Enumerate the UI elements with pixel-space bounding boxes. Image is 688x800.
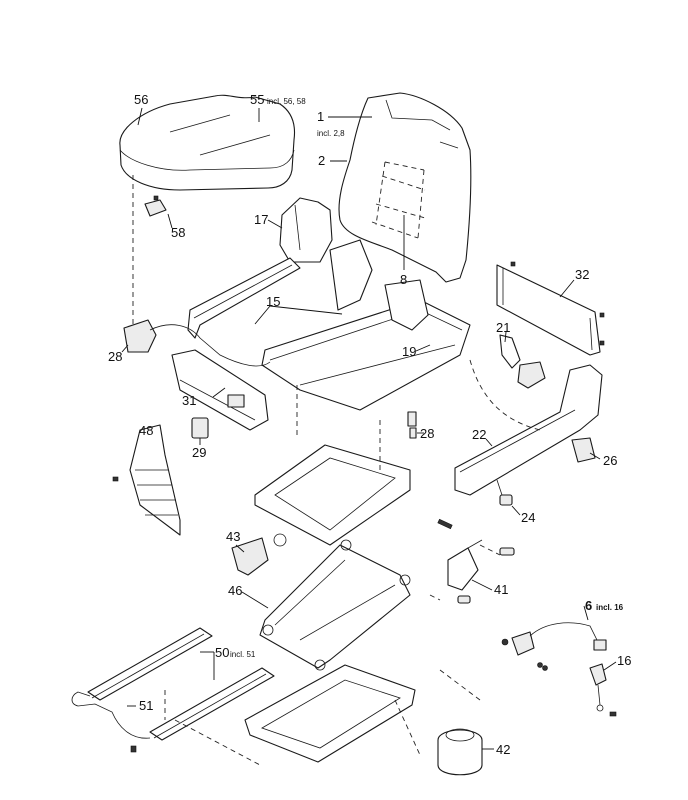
connector-part[interactable] [496,479,513,506]
switch-housing-part[interactable] [123,319,271,367]
control-panel-part[interactable] [171,349,269,431]
callout-8[interactable]: 8 [400,272,407,287]
suspension-top-frame-part[interactable] [254,444,411,546]
callout-28-left[interactable]: 28 [108,349,122,364]
callout-labels: 56 55 incl. 56, 58 58 1 incl. 2,8 2 8 17… [108,92,631,757]
rear-panel-part[interactable] [496,261,605,356]
side-trim-part[interactable] [279,197,333,263]
seat-cushion-part[interactable] [119,94,296,191]
callout-15[interactable]: 15 [266,294,280,309]
backrest-part[interactable] [338,92,472,283]
callout-51[interactable]: 51 [139,698,153,713]
seat-belt-part[interactable] [501,622,607,671]
callout-19[interactable]: 19 [402,344,416,359]
callout-31[interactable]: 31 [182,393,196,408]
callout-17[interactable]: 17 [254,212,268,227]
callout-24[interactable]: 24 [521,510,535,525]
adjuster-bracket-part[interactable] [499,334,546,389]
callout-1-note: incl. 2,8 [317,129,345,138]
callout-2[interactable]: 2 [318,153,325,168]
rocker-switch-part[interactable] [191,417,209,439]
buckle-part[interactable] [589,663,617,717]
callout-21[interactable]: 21 [496,320,510,335]
callout-29[interactable]: 29 [192,445,206,460]
callout-22[interactable]: 22 [472,427,486,442]
dashed-guide [164,669,481,766]
cover-clip-part[interactable] [144,195,167,217]
micro-switch-part[interactable] [407,411,417,439]
callout-28-right[interactable]: 28 [420,426,434,441]
air-spring-part[interactable] [437,728,483,776]
callout-46[interactable]: 46 [228,583,242,598]
right-armrest-part[interactable] [454,364,603,496]
callout-48[interactable]: 48 [139,423,153,438]
scissor-mechanism-part[interactable] [259,539,411,671]
callout-26[interactable]: 26 [603,453,617,468]
leader-lines [121,107,617,750]
tie-bar-part[interactable] [71,691,151,753]
callout-42[interactable]: 42 [496,742,510,757]
callout-41[interactable]: 41 [494,582,508,597]
callout-50[interactable]: 50 [215,645,229,660]
callout-6-note: incl. 16 [596,603,624,612]
slide-rail-left-part[interactable] [87,627,213,701]
left-armrest-bracket-part[interactable] [187,257,301,339]
shock-absorber-part[interactable] [437,518,515,604]
seat-frame-part[interactable] [261,239,471,411]
callout-56[interactable]: 56 [134,92,148,107]
dashed-guide [469,359,541,431]
callout-55-note: incl. 56, 58 [267,97,306,106]
base-frame-part[interactable] [244,664,416,763]
dashed-guide [429,544,501,601]
callout-50-note: incl. 51 [230,650,256,659]
callout-43[interactable]: 43 [226,529,240,544]
valve-part[interactable] [231,533,287,576]
callout-1[interactable]: 1 [317,109,324,124]
callout-32[interactable]: 32 [575,267,589,282]
slide-rail-right-part[interactable] [149,667,275,741]
callout-16[interactable]: 16 [617,653,631,668]
bellows-cover-part[interactable] [112,424,181,536]
callout-58[interactable]: 58 [171,225,185,240]
callout-55[interactable]: 55 [250,92,264,107]
callout-6[interactable]: 6 [585,598,592,613]
